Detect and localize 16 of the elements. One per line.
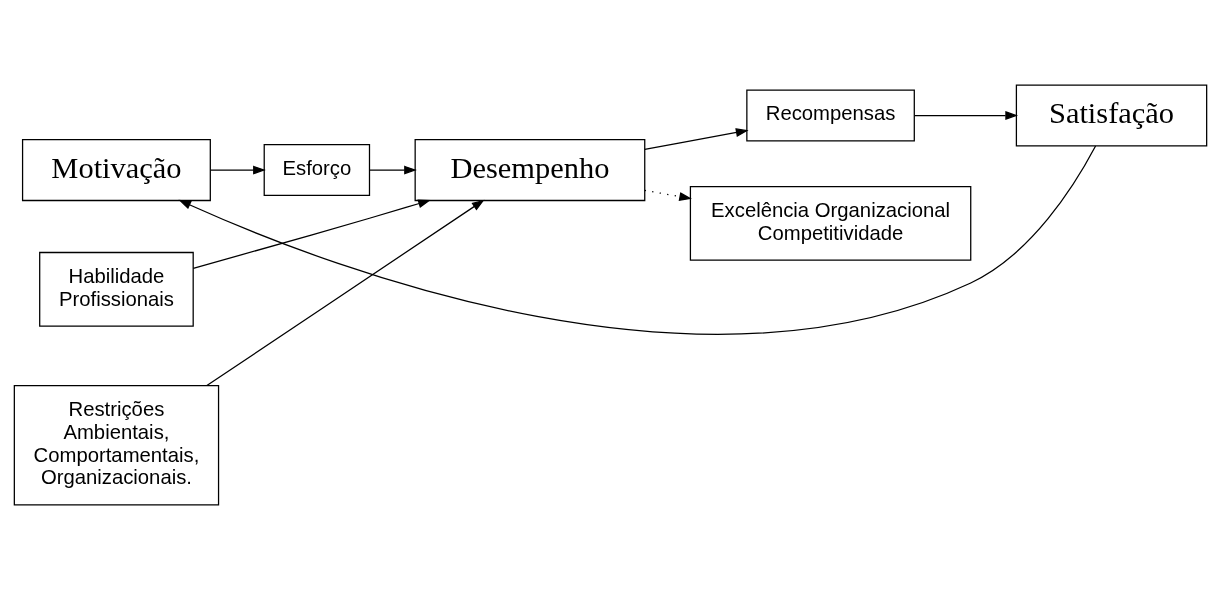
arrow [644, 189, 692, 201]
arrow [369, 165, 417, 175]
arrow [178, 145, 1097, 335]
node-box: Satisfação [1015, 84, 1208, 147]
node-box: Excelência Organizacional Competitividade [689, 185, 972, 261]
node-box: Motivação [21, 139, 211, 202]
node-box: Esforço [263, 144, 371, 197]
arrow [914, 111, 1018, 120]
arrow [644, 128, 749, 150]
node-box: Restrições Ambientais, Comportamentais, Organizacionais. [13, 385, 220, 506]
node-box: Recompensas [746, 89, 915, 142]
arrow [210, 165, 266, 175]
node-box: Desempenho [414, 139, 646, 202]
arrow [192, 199, 431, 269]
arrow [206, 199, 485, 387]
node-box: Habilidade Profissionais [39, 251, 194, 327]
